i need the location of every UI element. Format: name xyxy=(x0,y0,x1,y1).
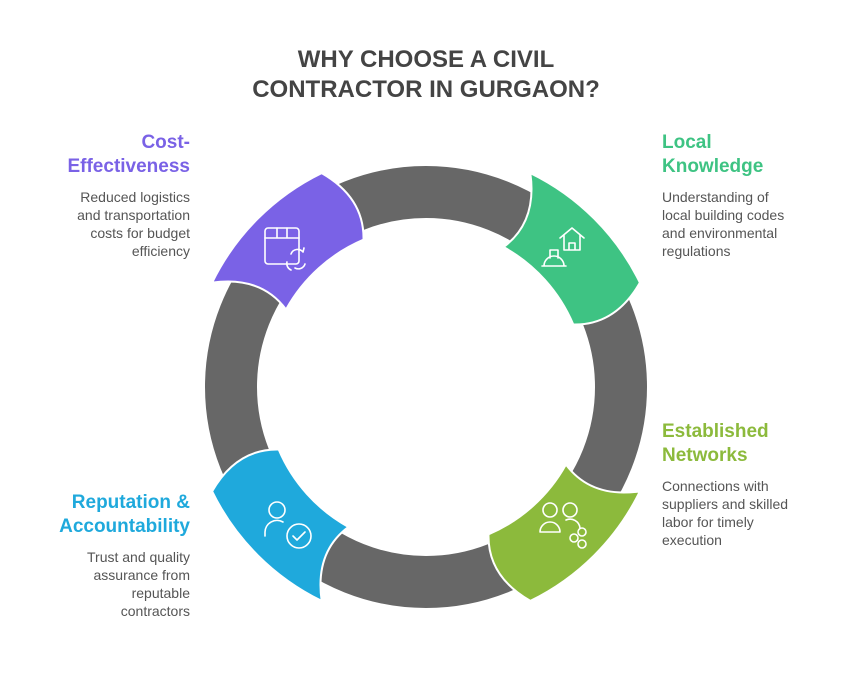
item-desc: Reduced logistics xyxy=(80,189,190,205)
item-heading: Knowledge xyxy=(662,156,764,177)
item-desc: Trust and quality xyxy=(87,549,190,565)
item-heading: Reputation & xyxy=(71,492,190,513)
item-desc: regulations xyxy=(662,243,731,259)
item-desc: labor for timely xyxy=(662,514,754,530)
item-desc: and transportation xyxy=(77,207,190,223)
item-heading: Effectiveness xyxy=(67,156,190,177)
item-desc: suppliers and skilled xyxy=(662,496,789,512)
gray-ring xyxy=(205,166,647,608)
item-desc: and environmental xyxy=(662,225,778,241)
item-desc: efficiency xyxy=(131,243,190,259)
item-desc: execution xyxy=(662,532,722,548)
diagram-title: WHY CHOOSE A CIVIL CONTRACTOR IN GURGAON… xyxy=(0,45,852,105)
item-heading: Accountability xyxy=(59,516,190,537)
user-check-icon xyxy=(264,501,312,549)
segment-networks xyxy=(487,462,642,603)
item-heading: Cost- xyxy=(141,132,190,153)
title-line: WHY CHOOSE A CIVIL xyxy=(297,46,555,73)
item-desc: contractors xyxy=(120,603,190,619)
segment-cost xyxy=(210,171,365,312)
box-recycle-icon xyxy=(264,227,306,271)
item-heading: Networks xyxy=(662,445,748,466)
title-line: CONTRACTOR IN GURGAON? xyxy=(252,76,600,103)
item-local-knowledge: Local Knowledge Understanding of local b… xyxy=(662,131,852,260)
house-hardhat-icon xyxy=(541,227,585,267)
item-desc: local building codes xyxy=(662,207,785,223)
item-heading: Established xyxy=(662,421,769,442)
segment-local xyxy=(501,171,642,326)
item-desc: reputable xyxy=(131,585,190,601)
users-share-icon xyxy=(539,502,587,549)
item-desc: costs for budget xyxy=(90,225,190,241)
item-cost-effectiveness: Cost- Effectiveness Reduced logistics an… xyxy=(0,131,190,260)
item-desc: Understanding of xyxy=(662,189,769,205)
item-desc: Connections with xyxy=(662,478,769,494)
item-heading: Local xyxy=(662,132,712,153)
item-reputation-accountability: Reputation & Accountability Trust and qu… xyxy=(0,491,190,620)
segment-reputation xyxy=(210,448,351,603)
item-desc: assurance from xyxy=(93,567,190,583)
item-established-networks: Established Networks Connections with su… xyxy=(662,420,852,549)
